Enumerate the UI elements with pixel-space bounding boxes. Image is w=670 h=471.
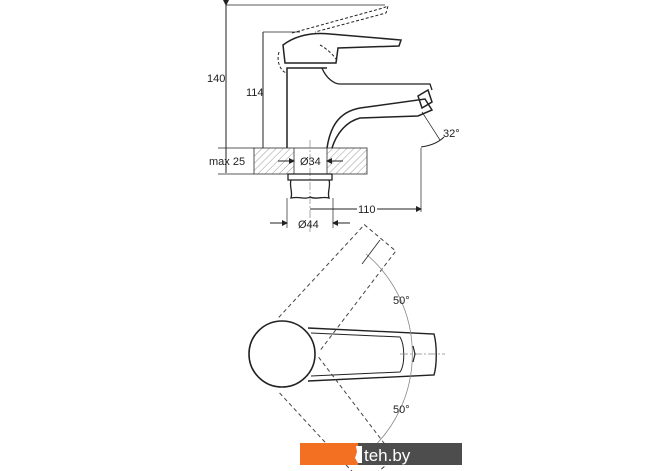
dim-hole-diameter: Ø34	[300, 156, 321, 168]
lever-raised-outline	[277, 5, 389, 74]
mounting-nut	[287, 173, 333, 199]
angle-label-lower: 50°	[393, 404, 410, 416]
dim-overall-height: 140	[207, 73, 225, 85]
dim-spout-angle: 32°	[443, 128, 460, 140]
side-view	[218, 0, 445, 232]
faucet-body-top	[248, 320, 316, 388]
lever-rotated-left	[278, 224, 397, 352]
angle-label-upper: 50°	[393, 295, 410, 307]
lever-rotated-right	[277, 356, 396, 471]
spout-tip	[417, 88, 433, 110]
lever-top	[307, 327, 437, 382]
faucet-body	[286, 67, 434, 149]
dim-body-height: 114	[246, 87, 264, 99]
dim-max-thickness: max 25	[209, 156, 245, 168]
watermark-text: teh.by	[364, 446, 411, 465]
dim-nut-diameter: Ø44	[298, 219, 319, 231]
watermark-logo: teh.by	[300, 443, 462, 465]
rotation-arc	[365, 253, 413, 455]
dim-spout-reach: 110	[358, 204, 376, 216]
top-view	[248, 224, 445, 471]
lever-neck	[321, 67, 433, 91]
lever-handle	[282, 32, 403, 64]
